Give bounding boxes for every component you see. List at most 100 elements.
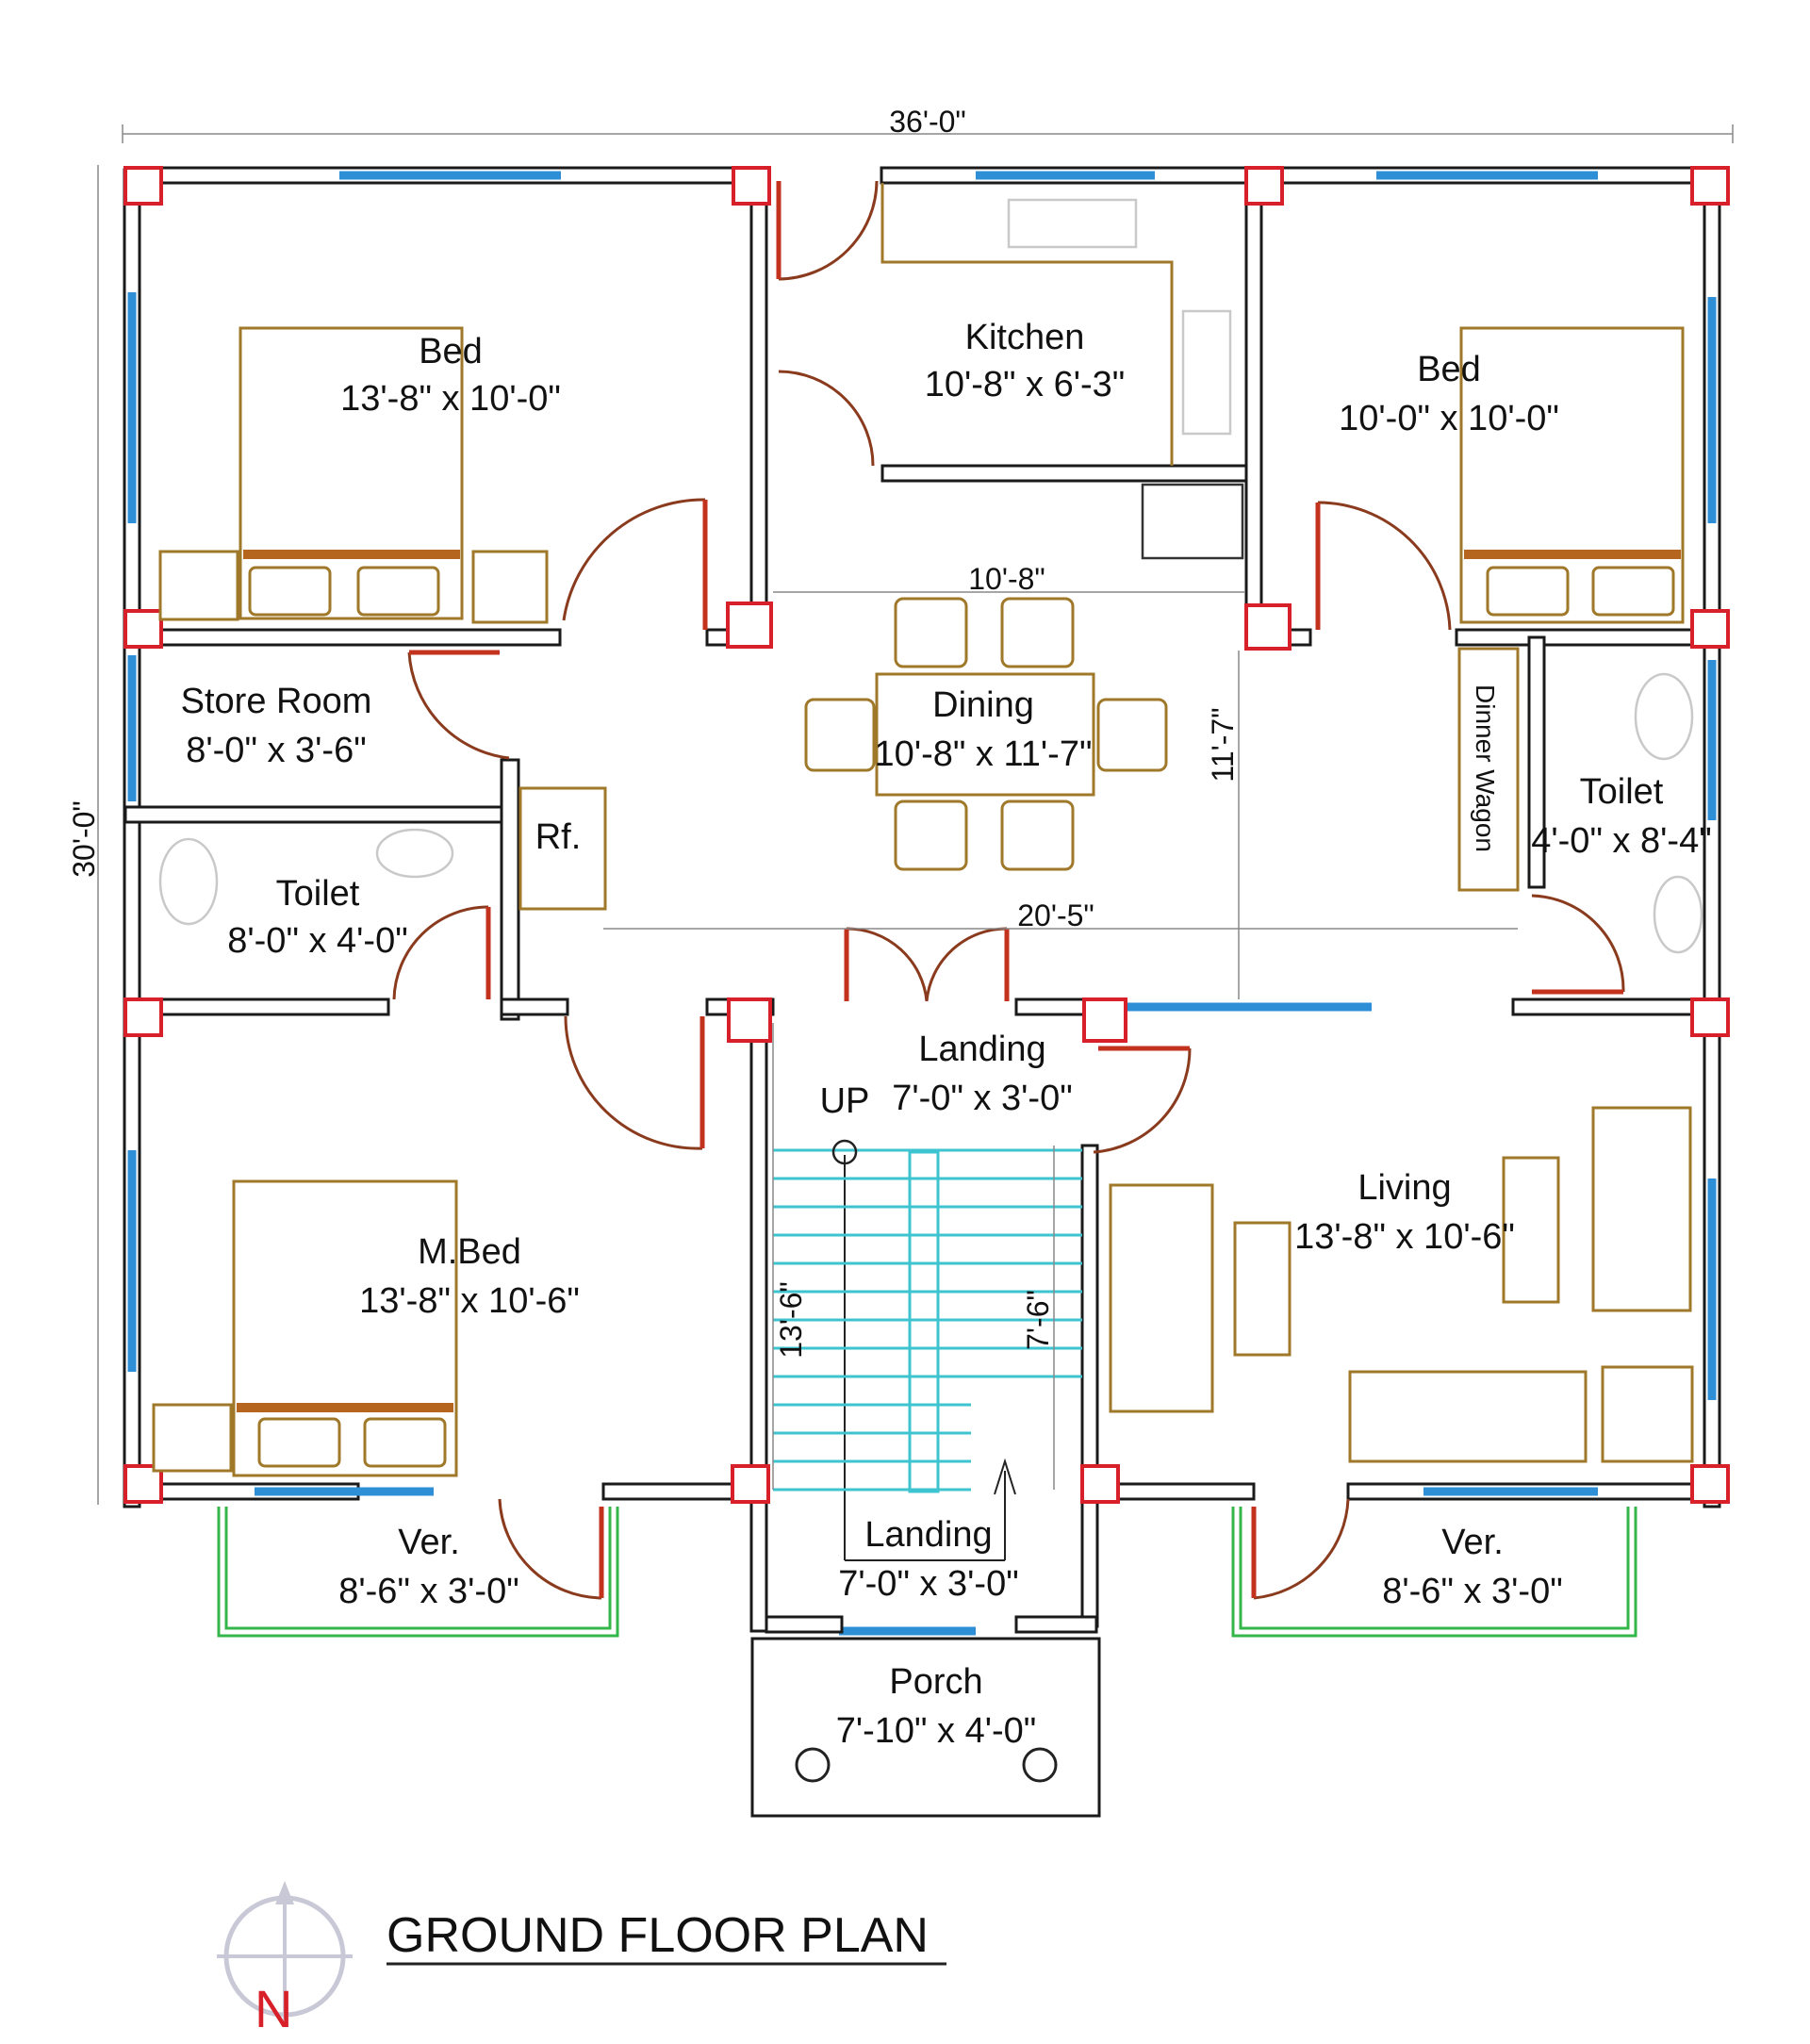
mbed-size: 13'-8" x 10'-6" <box>359 1281 580 1321</box>
stair-up-label: UP <box>820 1081 870 1121</box>
door-swing <box>778 370 875 467</box>
stair-well <box>908 1150 940 1493</box>
dining-size: 10'-8" x 11'-7" <box>875 734 1093 774</box>
kitchen-sink <box>1007 198 1138 249</box>
wall <box>1080 1144 1099 1628</box>
chair <box>1000 799 1075 871</box>
column <box>123 609 163 649</box>
wash-basin <box>1141 483 1244 560</box>
side-table <box>152 1403 233 1473</box>
north-arrow: N <box>217 1881 353 2038</box>
porch-size: 7'-10" x 4'-0" <box>836 1711 1037 1751</box>
toilet-right-size: 4'-0" x 8'-4" <box>1531 821 1711 861</box>
dinner-wagon-label: Dinner Wagon <box>1471 684 1500 852</box>
chair <box>894 597 968 668</box>
railing <box>1231 1507 1637 1638</box>
railing <box>224 1507 612 1630</box>
pillow <box>356 566 440 617</box>
wall <box>500 997 569 1016</box>
fridge-label: Rf. <box>535 817 582 857</box>
landing-top-name: Landing <box>918 1030 1045 1069</box>
wall <box>1014 997 1094 1016</box>
door-swing <box>1531 894 1625 993</box>
plan-title: GROUND FLOOR PLAN <box>387 1908 929 1963</box>
column <box>726 602 773 649</box>
windows <box>127 171 1717 1636</box>
basin-fixture <box>375 828 454 879</box>
kitchen-counter <box>880 183 1174 466</box>
pillow <box>248 566 332 617</box>
kitchen-size: 10'-8" x 6'-3" <box>925 365 1126 404</box>
door-swing <box>778 180 879 281</box>
pillow <box>1591 566 1675 617</box>
wall <box>601 1482 754 1501</box>
living-name: Living <box>1358 1168 1451 1208</box>
chair <box>894 799 968 871</box>
ver-right-size: 8'-6" x 3'-0" <box>1382 1572 1562 1611</box>
bed-left-size: 13'-8" x 10'-0" <box>340 379 561 419</box>
overall-width-label: 36'-0" <box>889 105 966 139</box>
column <box>123 997 163 1037</box>
mbed-name: M.Bed <box>418 1232 521 1272</box>
bed-left-name: Bed <box>419 332 483 371</box>
column <box>1690 609 1730 649</box>
living-size: 13'-8" x 10'-6" <box>1294 1217 1515 1257</box>
toilet-left-size: 8'-0" x 4'-0" <box>227 921 407 961</box>
stair-start-icon <box>831 1139 858 1165</box>
railing <box>217 1507 619 1638</box>
coffee-table <box>1233 1221 1292 1357</box>
wall <box>1511 997 1708 1016</box>
door-swing <box>1093 1047 1192 1154</box>
wall <box>749 173 768 639</box>
wall <box>1014 1615 1098 1634</box>
fridge <box>518 786 607 911</box>
landing-bottom-name: Landing <box>864 1515 992 1555</box>
dinner-wagon <box>1457 647 1520 892</box>
bed-right-size: 10'-0" x 10'-0" <box>1339 399 1559 438</box>
chair <box>1096 698 1168 772</box>
pillow <box>1486 566 1570 617</box>
column <box>123 166 163 206</box>
stair-length-dim: 13'-6" <box>774 1281 808 1359</box>
dining-depth-dim: 11'-7" <box>1206 707 1240 782</box>
ver-left-size: 8'-6" x 3'-0" <box>338 1572 518 1611</box>
basin-fixture <box>1653 875 1703 954</box>
wall <box>1455 628 1708 647</box>
porch-name: Porch <box>889 1662 982 1702</box>
chair <box>1000 597 1075 668</box>
landing-top-size: 7'-0" x 3'-0" <box>892 1079 1072 1118</box>
wall <box>1527 635 1546 889</box>
sofa <box>1109 1183 1214 1413</box>
store-room-name: Store Room <box>181 682 372 721</box>
door-swing <box>392 905 489 1000</box>
kitchen-name: Kitchen <box>965 318 1085 357</box>
porch-pillar <box>1022 1747 1058 1783</box>
wall <box>123 805 504 824</box>
sofa <box>1591 1106 1692 1312</box>
staircase <box>773 1139 1082 1561</box>
wall <box>880 464 1248 483</box>
ver-right-name: Ver. <box>1441 1523 1504 1562</box>
chair <box>804 698 876 772</box>
bed-right-name: Bed <box>1417 350 1481 389</box>
wall <box>1244 173 1263 630</box>
room-labels: Bed 13'-8" x 10'-0" Kitchen 10'-8" x 6'-… <box>181 318 1712 1751</box>
column <box>731 1464 770 1504</box>
door-swing <box>846 927 929 1002</box>
door-swing <box>1317 501 1452 631</box>
pillow <box>257 1417 341 1468</box>
toilet-fixture <box>1634 672 1694 761</box>
stair-flight-dim: 7'-6" <box>1021 1290 1055 1350</box>
column <box>1082 997 1127 1043</box>
sofa <box>1348 1370 1588 1463</box>
column <box>1690 166 1730 206</box>
kitchen-stove <box>1181 309 1232 436</box>
toilet-fixture <box>158 837 219 926</box>
wall <box>500 758 520 1021</box>
column <box>1690 1464 1730 1504</box>
column <box>732 166 771 206</box>
doors <box>392 180 1625 1600</box>
door-swing <box>498 1498 602 1600</box>
toilet-left-name: Toilet <box>276 874 360 914</box>
